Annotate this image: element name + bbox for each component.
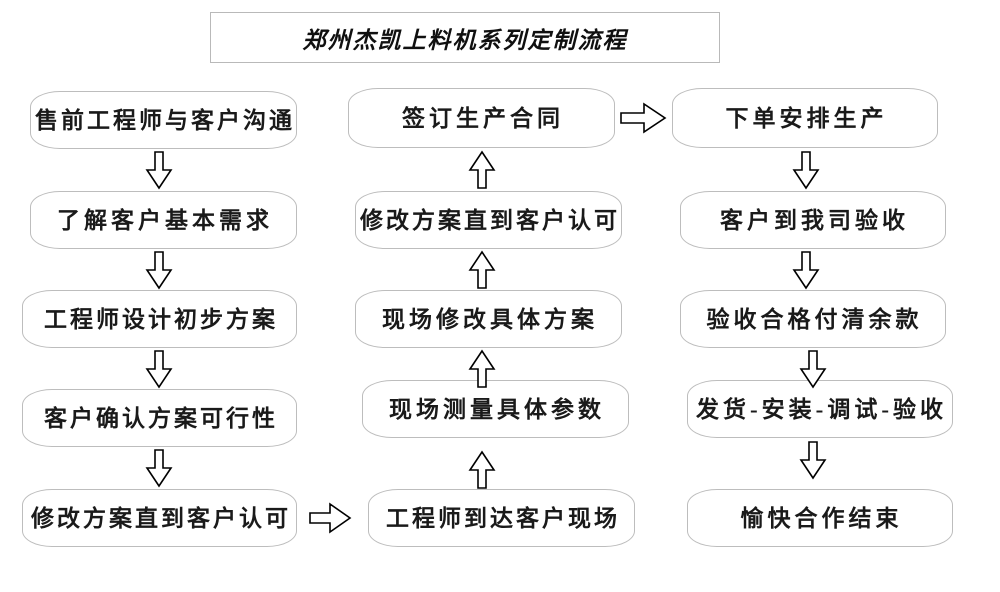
node-label: 工程师设计初步方案 (44, 306, 278, 332)
node-onsite-measure-parameters[interactable]: 现场测量具体参数 (362, 380, 629, 438)
node-label: 了解客户基本需求 (57, 207, 273, 233)
node-label: 售前工程师与客户沟通 (35, 107, 295, 133)
node-label: 愉快合作结束 (740, 505, 903, 531)
node-label: 验收合格付清余款 (706, 306, 923, 332)
arrow-down-l2-l3-icon (145, 251, 173, 290)
node-revise-until-approved-left[interactable]: 修改方案直到客户认可 (22, 489, 297, 547)
arrow-up-m3-m2-icon (468, 250, 496, 289)
arrow-up-m2-m1-icon (468, 150, 496, 189)
node-label: 客户到我司验收 (720, 207, 909, 233)
node-customer-confirm-feasibility[interactable]: 客户确认方案可行性 (22, 389, 297, 447)
arrow-down-r1-r2-icon (792, 151, 820, 190)
node-label: 发货-安装-调试-验收 (696, 396, 947, 422)
node-pay-balance-after-acceptance[interactable]: 验收合格付清余款 (680, 290, 946, 348)
node-label: 修改方案直到客户认可 (31, 505, 291, 531)
arrow-up-m5-m4-icon (468, 450, 496, 489)
node-label: 签订生产合同 (402, 105, 564, 131)
arrow-down-l1-l2-icon (145, 151, 173, 190)
arrow-down-l4-l5-icon (145, 449, 173, 488)
diagram-title-box: 郑州杰凯上料机系列定制流程 (210, 12, 720, 63)
node-label: 现场测量具体参数 (389, 396, 605, 422)
arrow-down-l3-l4-icon (145, 350, 173, 389)
node-sign-production-contract[interactable]: 签订生产合同 (348, 88, 615, 148)
arrow-right-m1-r1-icon (620, 102, 667, 134)
diagram-title: 郑州杰凯上料机系列定制流程 (302, 27, 628, 53)
node-pre-sales-communication[interactable]: 售前工程师与客户沟通 (30, 91, 297, 149)
arrow-right-l5-m5-icon (309, 502, 352, 534)
node-engineer-initial-plan[interactable]: 工程师设计初步方案 (22, 290, 297, 348)
node-label: 客户确认方案可行性 (44, 405, 278, 431)
node-customer-acceptance-visit[interactable]: 客户到我司验收 (680, 191, 946, 249)
node-understand-requirements[interactable]: 了解客户基本需求 (30, 191, 297, 249)
node-happy-cooperation-end[interactable]: 愉快合作结束 (687, 489, 953, 547)
node-place-order-production[interactable]: 下单安排生产 (672, 88, 938, 148)
node-revise-until-approved-middle[interactable]: 修改方案直到客户认可 (355, 191, 622, 249)
node-label: 工程师到达客户现场 (386, 505, 620, 531)
node-label: 下单安排生产 (725, 105, 888, 131)
node-onsite-revise-plan[interactable]: 现场修改具体方案 (355, 290, 622, 348)
node-ship-install-debug-accept[interactable]: 发货-安装-调试-验收 (687, 380, 953, 438)
node-engineer-arrives-onsite[interactable]: 工程师到达客户现场 (368, 489, 635, 547)
arrow-down-r4-r5-icon (799, 441, 827, 480)
node-label: 现场修改具体方案 (382, 306, 598, 332)
arrow-down-r2-r3-icon (792, 251, 820, 290)
node-label: 修改方案直到客户认可 (360, 207, 620, 233)
